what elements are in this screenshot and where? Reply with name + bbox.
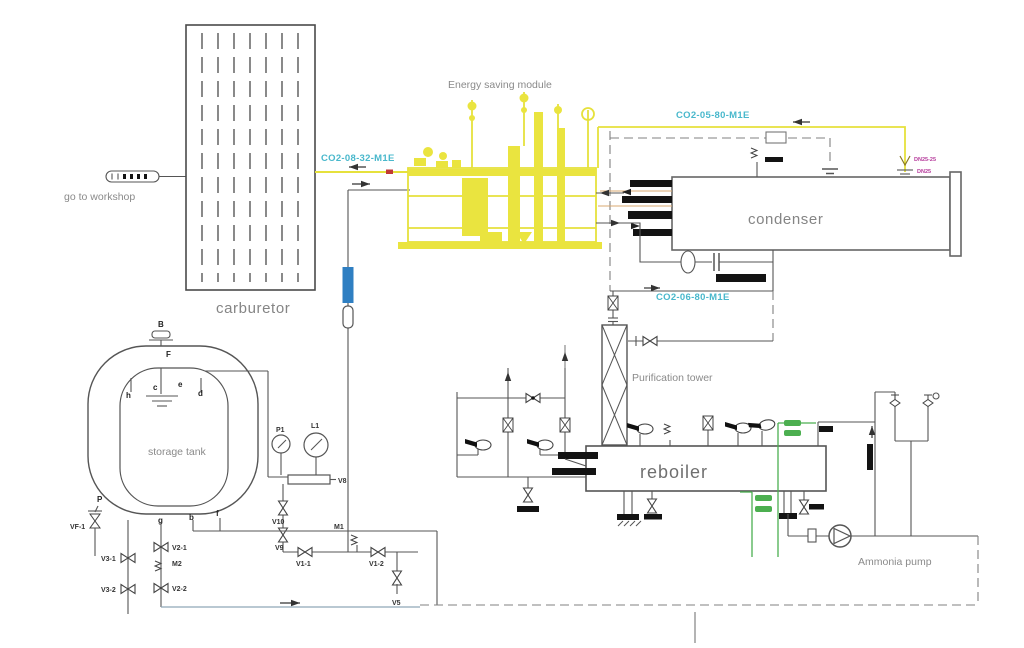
pipe-label-co2-05-80: CO2-05-80-M1E xyxy=(676,110,750,121)
valve-label-v8: V8 xyxy=(338,478,347,485)
port-b: b xyxy=(189,513,194,522)
blue-inline-filter xyxy=(342,267,354,303)
port-e: e xyxy=(178,380,183,389)
tank-bottom-valves: VF-1 V3-1 V3-2 V2-1 M2 V2-2 V1-1 M1 V1-2… xyxy=(70,505,438,614)
condenser-label: condenser xyxy=(748,211,823,228)
go-to-workshop-label: go to workshop xyxy=(64,191,135,203)
valve-label-v2-1: V2-1 xyxy=(172,545,187,552)
purification-tower-label: Purification tower xyxy=(632,372,713,384)
module-utility-lines xyxy=(342,180,410,552)
energy-saving-module: Energy saving module xyxy=(398,79,602,249)
reboiler-label: reboiler xyxy=(640,462,708,482)
port-g: g xyxy=(158,516,163,525)
sight-glass xyxy=(342,305,354,329)
green-tag xyxy=(784,420,801,426)
carburetor-vessel: carburetor xyxy=(185,24,316,317)
valve-label-v10: V10 xyxy=(272,519,285,526)
valve-label-m1: M1 xyxy=(334,524,344,531)
dn-label-bottom: DN25 xyxy=(917,169,931,175)
energy-saving-module-label: Energy saving module xyxy=(448,79,552,91)
green-tag xyxy=(784,430,801,436)
bottom-return-lines xyxy=(161,536,979,643)
port-h: h xyxy=(126,391,131,400)
valve-label-v5: V5 xyxy=(392,600,401,607)
storage-tank-label: storage tank xyxy=(148,446,207,458)
green-tag xyxy=(755,506,772,512)
port-F: F xyxy=(166,350,171,359)
gauge-label-p1: P1 xyxy=(276,427,285,434)
pressure-gauge-icon xyxy=(271,434,291,454)
dn-label-top: DN25-25 xyxy=(914,157,936,163)
valve-label-v3-2: V3-2 xyxy=(101,587,116,594)
valve-label-v1-1: V1-1 xyxy=(296,561,311,568)
ammonia-pump-label: Ammonia pump xyxy=(858,556,932,568)
pipe-label-co2-08-32: CO2-08-32-M1E xyxy=(321,153,395,164)
port-f: f xyxy=(216,509,219,518)
valve-label-v9: V9 xyxy=(275,545,284,552)
pipe-label-co2-06-80: CO2-06-80-M1E xyxy=(656,292,730,303)
valve-label-v2-2: V2-2 xyxy=(172,586,187,593)
port-P: P xyxy=(97,495,103,504)
port-B: B xyxy=(158,320,164,329)
port-c: c xyxy=(153,383,158,392)
purification-tower: Purification tower xyxy=(601,291,713,446)
carburetor-label: carburetor xyxy=(216,300,290,317)
green-lines xyxy=(740,420,816,557)
module-to-condenser-line: CO2-05-80-M1E DN25-25 DN25 xyxy=(598,110,936,175)
valve-label-m2: M2 xyxy=(172,561,182,568)
tank-instrumentation: P1 L1 V8 V10 V9 xyxy=(205,370,347,552)
reboiler-left-network xyxy=(456,345,598,512)
storage-tank-vessel: B F c e d h storage tank P g b f xyxy=(87,320,259,525)
valve-label-vf-1: VF-1 xyxy=(70,524,85,531)
reboiler-right-network: Ammonia pump xyxy=(787,391,978,568)
condenser-to-tower-line: CO2-06-80-M1E xyxy=(610,284,774,347)
valve-label-v3-1: V3-1 xyxy=(101,556,116,563)
workshop-connection: go to workshop xyxy=(64,170,186,203)
valve-label-v1-2: V1-2 xyxy=(369,561,384,568)
carburetor-to-module-line: CO2-08-32-M1E xyxy=(315,153,410,174)
gauge-manifold xyxy=(287,474,331,485)
condenser-vessel: condenser xyxy=(598,147,962,291)
green-tag xyxy=(755,495,772,501)
instrument-dashed-lines xyxy=(609,131,838,291)
port-d: d xyxy=(198,389,203,398)
module-condenser-links xyxy=(596,189,681,263)
gauge-label-l1: L1 xyxy=(311,423,319,430)
